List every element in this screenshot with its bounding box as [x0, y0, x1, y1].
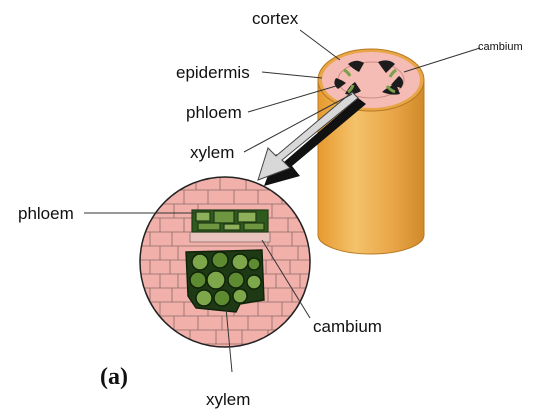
xylem-vessel-6 — [207, 271, 225, 289]
xylem-vessel-7 — [228, 272, 244, 288]
phloem-cell-6 — [244, 223, 264, 230]
xylem-vessel-1 — [192, 254, 208, 270]
phloem-cell-2 — [214, 211, 234, 223]
phloem-cell-1 — [196, 212, 210, 221]
phloem-cluster — [192, 210, 268, 232]
xylem-vessel-4 — [248, 258, 260, 270]
cambium-band — [190, 232, 270, 242]
phloem-cell-3 — [238, 212, 256, 222]
xylem-vessel-9 — [196, 290, 212, 306]
xylem-vessel-11 — [233, 289, 247, 303]
label-phloem-left: phloem — [18, 204, 74, 223]
label-panel-letter: (a) — [100, 364, 128, 390]
label-cambium-bottom: cambium — [313, 317, 382, 336]
label-cambium-top: cambium — [478, 41, 523, 53]
leader-cortex — [300, 30, 340, 60]
phloem-cell-4 — [198, 223, 220, 230]
label-epidermis: epidermis — [176, 63, 250, 82]
xylem-vessel-5 — [190, 272, 206, 288]
xylem-vessel-8 — [247, 275, 261, 289]
xylem-vessel-2 — [212, 252, 228, 268]
xylem-vessel-10 — [214, 290, 230, 306]
label-phloem-top: phloem — [186, 103, 242, 122]
leader-epidermis — [262, 72, 322, 78]
xylem-vessel-3 — [232, 254, 248, 270]
magnified-section — [140, 176, 310, 347]
phloem-cell-5 — [224, 224, 240, 230]
label-xylem-top: xylem — [190, 143, 234, 162]
stem-cylinder — [318, 49, 424, 254]
label-xylem-bottom: xylem — [206, 390, 250, 409]
label-cortex: cortex — [252, 9, 299, 28]
leader-cambium-top — [404, 48, 480, 72]
